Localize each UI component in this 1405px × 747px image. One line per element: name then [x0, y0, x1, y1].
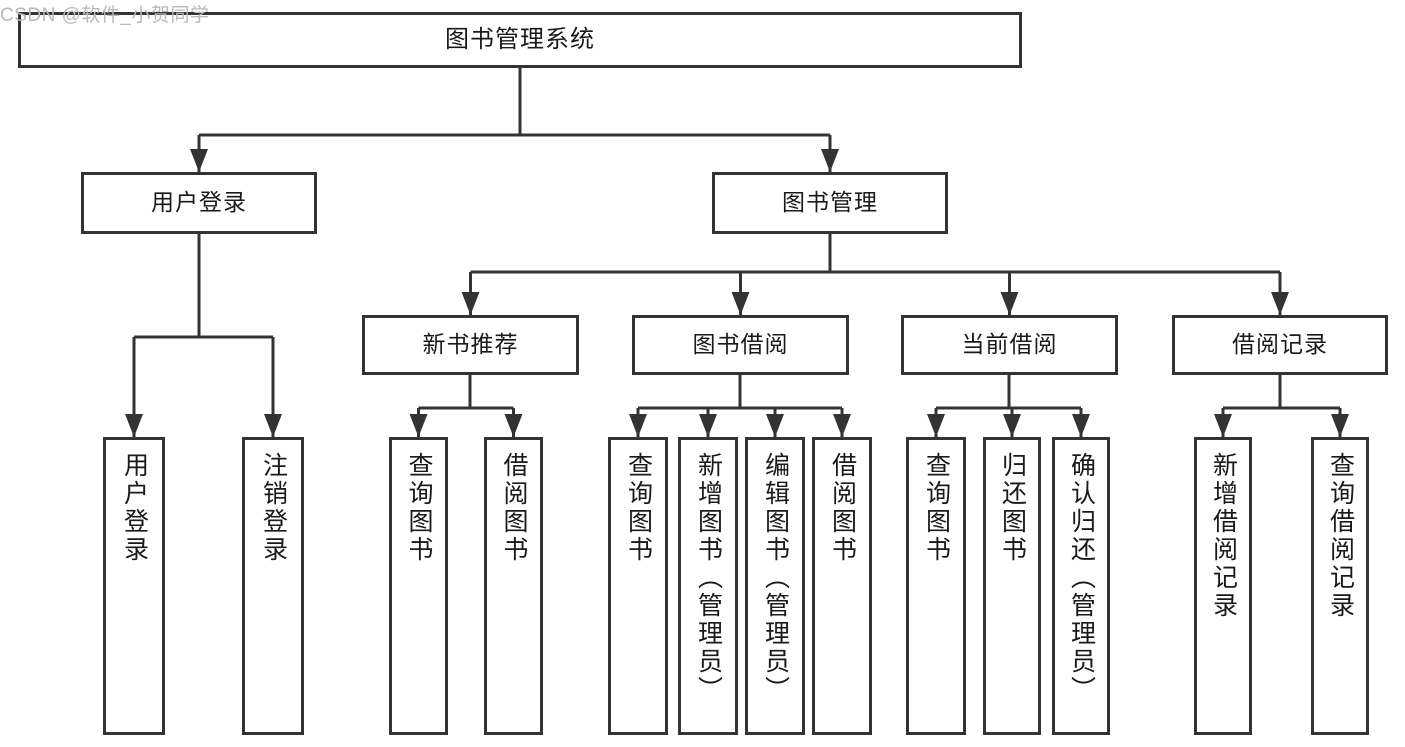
node-book-borrow[interactable]: 图书借阅: [632, 315, 849, 375]
node-borrow-record[interactable]: 借阅记录: [1172, 315, 1388, 375]
node-label: 图书借阅: [692, 331, 789, 358]
arrow-head-icon: [821, 149, 839, 172]
node-label: 新增借阅记录: [1209, 452, 1238, 620]
arrow-head-icon: [190, 149, 208, 172]
arrow-head-icon: [1000, 292, 1019, 315]
node-leaf-user-login[interactable]: 用户登录: [103, 437, 165, 735]
arrow-head-icon: [731, 292, 750, 315]
node-label: 图书管理: [782, 189, 878, 216]
node-current-borrow[interactable]: 当前借阅: [901, 315, 1118, 375]
arrow-head-icon: [1003, 414, 1021, 437]
arrow-head-icon: [125, 414, 143, 437]
node-leaf-borrow-book[interactable]: 借阅图书: [812, 437, 872, 735]
node-leaf-add-record[interactable]: 新增借阅记录: [1194, 437, 1252, 735]
arrow-head-icon: [1072, 414, 1090, 437]
node-leaf-add-book[interactable]: 新增图书（管理员）: [678, 437, 738, 735]
node-book-manage[interactable]: 图书管理: [712, 172, 948, 234]
arrow-head-icon: [264, 414, 282, 437]
arrow-head-icon: [1331, 414, 1349, 437]
node-label: 借阅图书: [828, 452, 857, 564]
node-leaf-query-book-rec[interactable]: 查询图书: [389, 437, 448, 735]
arrow-head-icon: [409, 414, 428, 437]
node-label: 用户登录: [120, 452, 149, 564]
node-label: 借阅记录: [1232, 331, 1328, 358]
node-label: 图书管理系统: [445, 25, 595, 53]
node-user-login[interactable]: 用户登录: [81, 172, 317, 234]
node-root[interactable]: 图书管理系统: [18, 12, 1022, 68]
arrow-head-icon: [699, 414, 717, 437]
arrow-head-icon: [766, 414, 784, 437]
arrow-head-icon: [1271, 292, 1289, 315]
arrow-head-icon: [461, 292, 480, 315]
node-new-book-rec[interactable]: 新书推荐: [362, 315, 579, 375]
arrow-head-icon: [629, 414, 647, 437]
node-leaf-query-book-cur[interactable]: 查询图书: [906, 437, 966, 735]
node-label: 用户登录: [151, 189, 247, 216]
node-label: 借阅图书: [500, 452, 528, 564]
node-label: 注销登录: [259, 452, 288, 564]
arrow-head-icon: [1214, 414, 1232, 437]
node-label: 确认归还（管理员）: [1067, 452, 1096, 704]
node-leaf-edit-book[interactable]: 编辑图书（管理员）: [745, 437, 805, 735]
node-label: 归还图书: [998, 452, 1027, 564]
node-leaf-query-book-borrow[interactable]: 查询图书: [608, 437, 668, 735]
node-label: 查询图书: [405, 452, 433, 564]
node-leaf-confirm-return[interactable]: 确认归还（管理员）: [1052, 437, 1110, 735]
node-leaf-logout[interactable]: 注销登录: [242, 437, 304, 735]
node-label: 新书推荐: [422, 331, 519, 358]
node-label: 新增图书（管理员）: [694, 452, 723, 704]
arrow-head-icon: [833, 414, 851, 437]
node-label: 查询图书: [624, 452, 653, 564]
node-leaf-return-book[interactable]: 归还图书: [983, 437, 1041, 735]
node-label: 查询借阅记录: [1326, 452, 1355, 620]
arrow-head-icon: [504, 414, 523, 437]
node-label: 编辑图书（管理员）: [761, 452, 790, 704]
node-label: 当前借阅: [961, 331, 1058, 358]
node-leaf-query-record[interactable]: 查询借阅记录: [1311, 437, 1369, 735]
node-label: 查询图书: [922, 452, 951, 564]
arrow-head-icon: [927, 414, 945, 437]
node-leaf-borrow-book-rec[interactable]: 借阅图书: [484, 437, 543, 735]
connector-lines: [125, 68, 1349, 437]
